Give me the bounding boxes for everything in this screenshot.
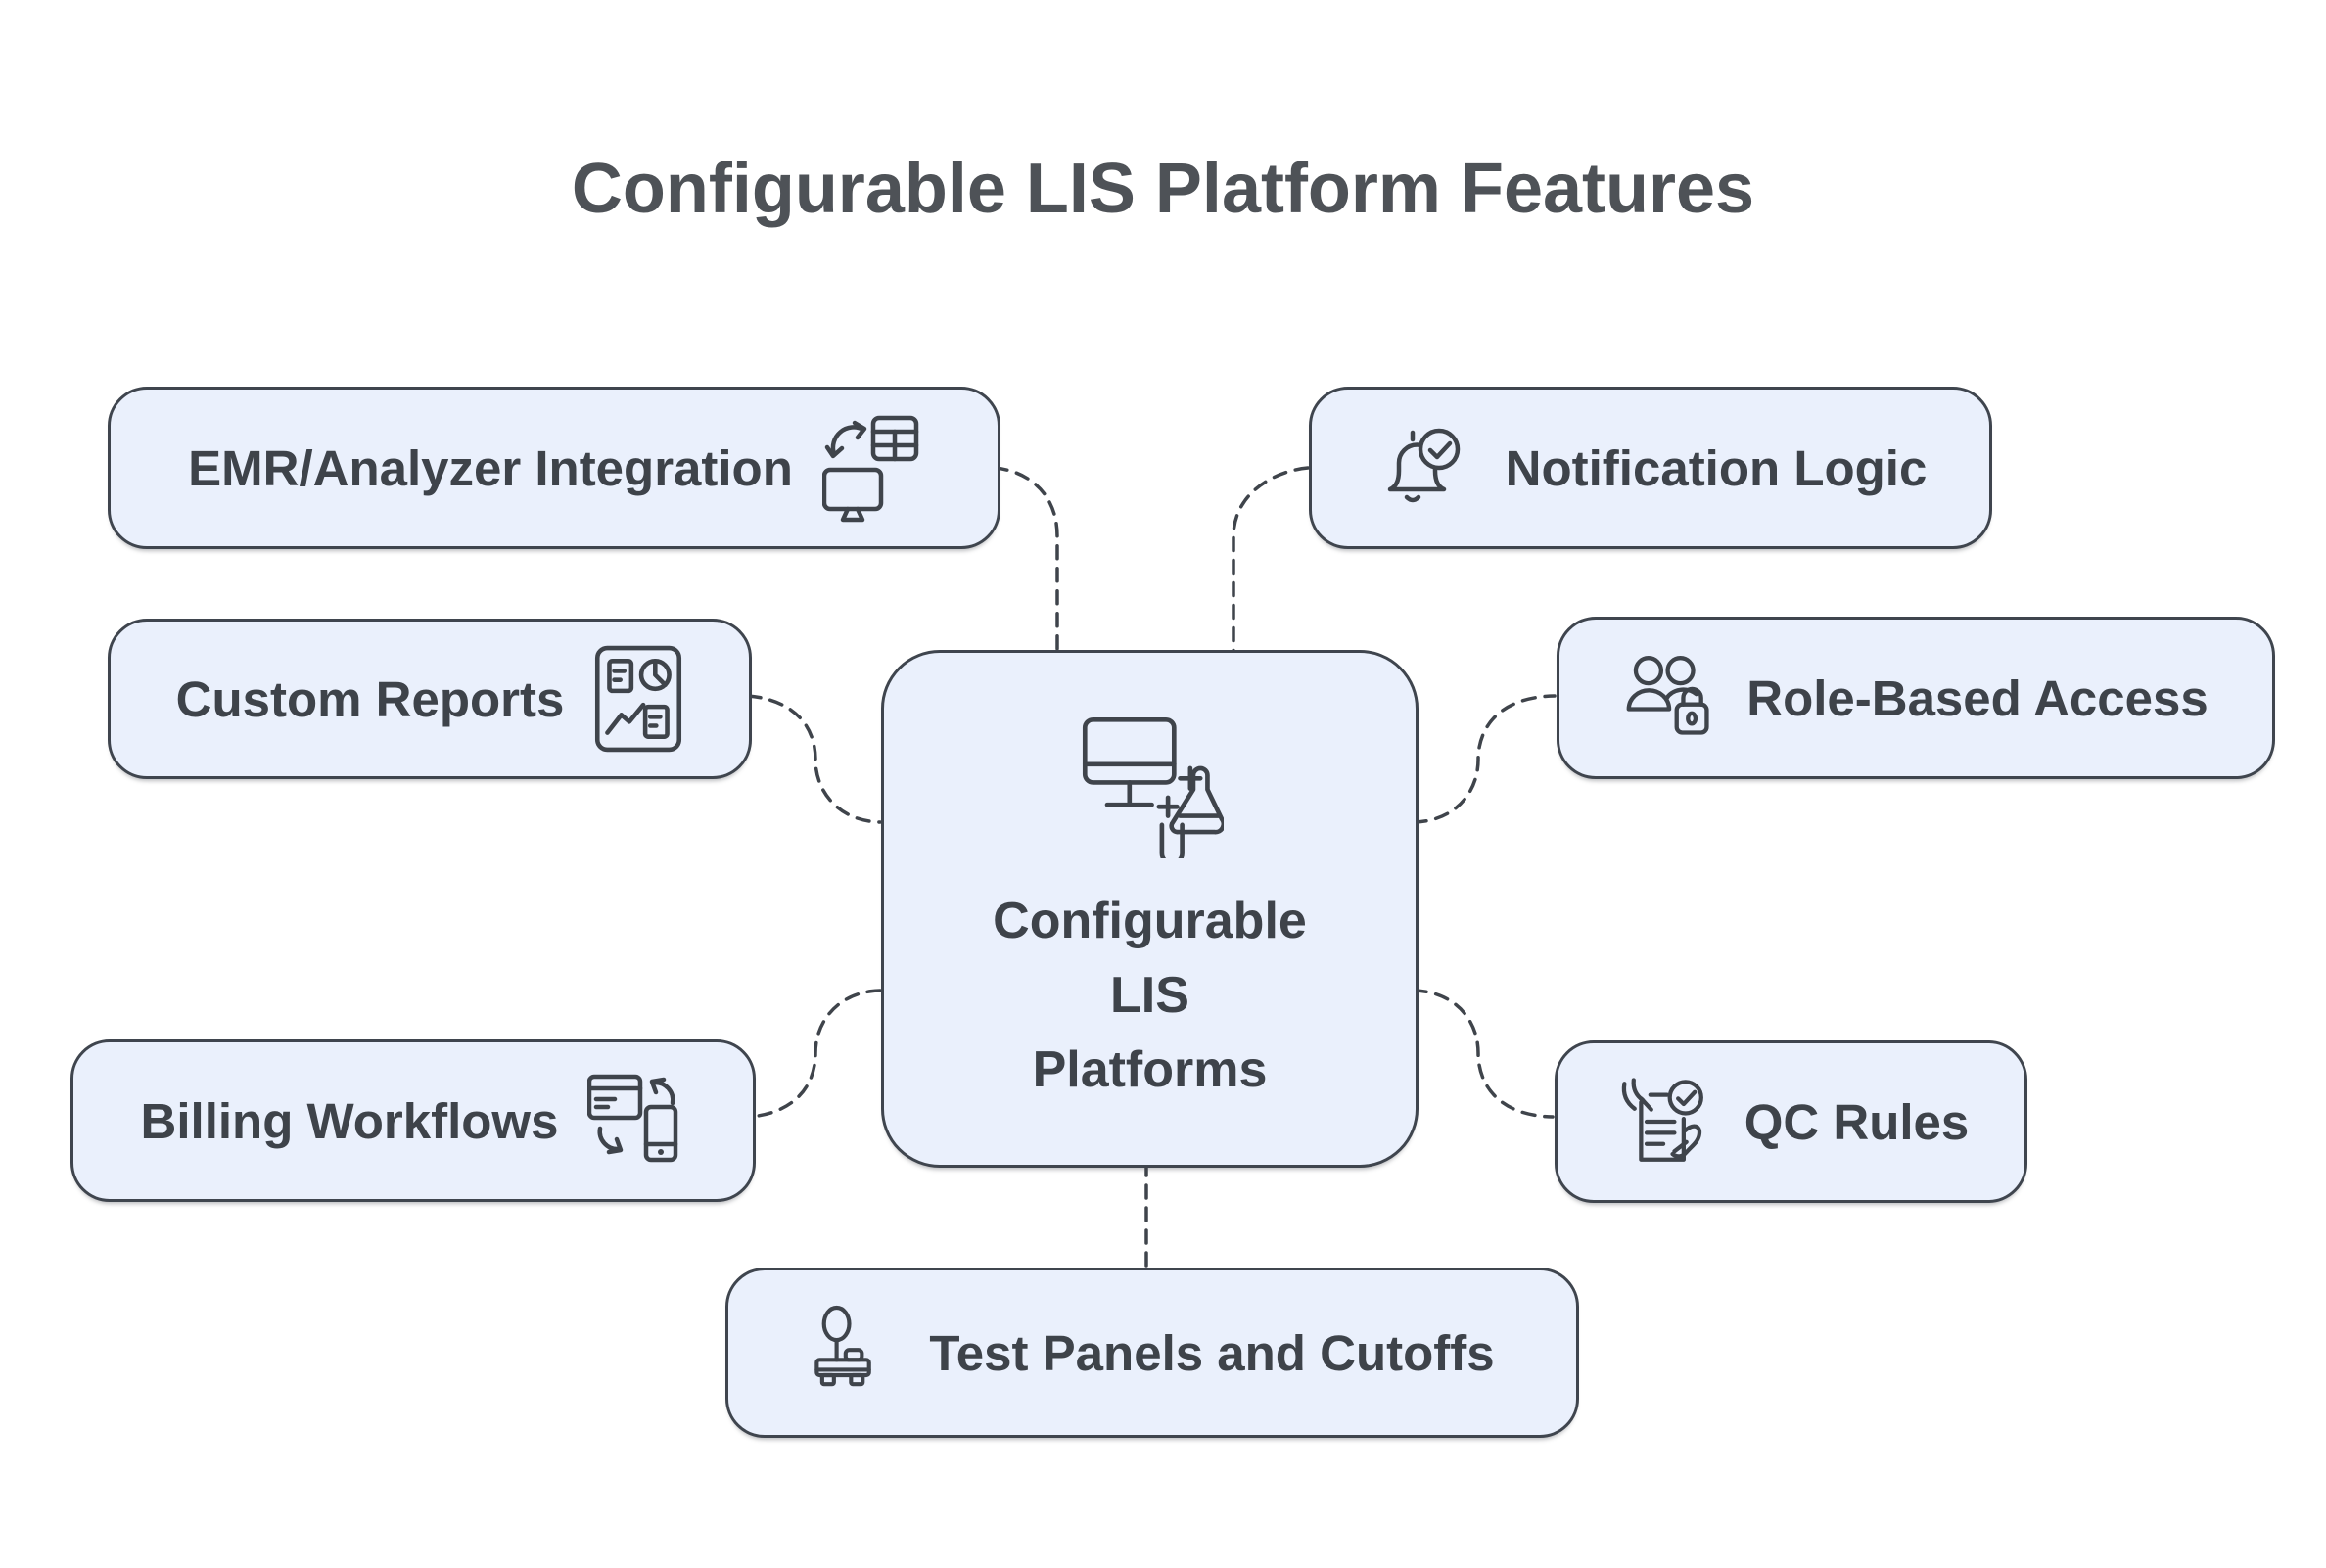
node-label: Custom Reports: [175, 670, 565, 727]
connector-notification-center: [1232, 466, 1310, 654]
connector-role-access-center: [1412, 694, 1557, 824]
connector-custom-reports-center: [746, 694, 882, 824]
node-label: QC Rules: [1744, 1093, 1970, 1150]
node-label: Role-Based Access: [1746, 669, 2209, 726]
lab-scale-icon: [810, 1303, 900, 1403]
diagram-title: Configurable LIS Platform Features: [571, 150, 1755, 228]
users-lock-icon: [1623, 649, 1717, 747]
data-exchange-monitor-icon: [821, 413, 920, 523]
node-notification-logic: Notification Logic: [1309, 387, 1992, 549]
node-label: Billing Workflows: [140, 1092, 559, 1149]
node-emr-analyzer-integration: EMR/Analyzer Integration: [108, 387, 1000, 549]
center-node-label: Configurable LIS Platforms: [993, 884, 1307, 1107]
connector-billing-center: [748, 989, 882, 1119]
checklist-hands-check-icon: [1613, 1071, 1715, 1173]
report-dashboard-icon: [593, 644, 683, 754]
connector-qc-center: [1412, 989, 1555, 1119]
node-label: Test Panels and Cutoffs: [929, 1324, 1495, 1381]
connector-emr-center: [993, 466, 1059, 654]
node-custom-reports: Custom Reports: [108, 619, 752, 779]
center-label-line-1: Configurable: [993, 892, 1307, 949]
node-role-based-access: Role-Based Access: [1557, 617, 2275, 779]
node-label: Notification Logic: [1505, 439, 1928, 496]
node-qc-rules: QC Rules: [1555, 1040, 2027, 1203]
center-label-line-3: Platforms: [1032, 1040, 1268, 1098]
node-billing-workflows: Billing Workflows: [70, 1039, 756, 1202]
card-phone-sync-icon: [587, 1071, 685, 1171]
bell-check-icon: [1374, 419, 1476, 517]
node-configurable-lis-platforms: Configurable LIS Platforms: [881, 650, 1419, 1168]
center-label-line-2: LIS: [1110, 966, 1189, 1024]
node-label: EMR/Analyzer Integration: [188, 439, 793, 496]
node-test-panels-and-cutoffs: Test Panels and Cutoffs: [725, 1268, 1579, 1438]
computer-lab-flask-icon: [1077, 712, 1224, 858]
